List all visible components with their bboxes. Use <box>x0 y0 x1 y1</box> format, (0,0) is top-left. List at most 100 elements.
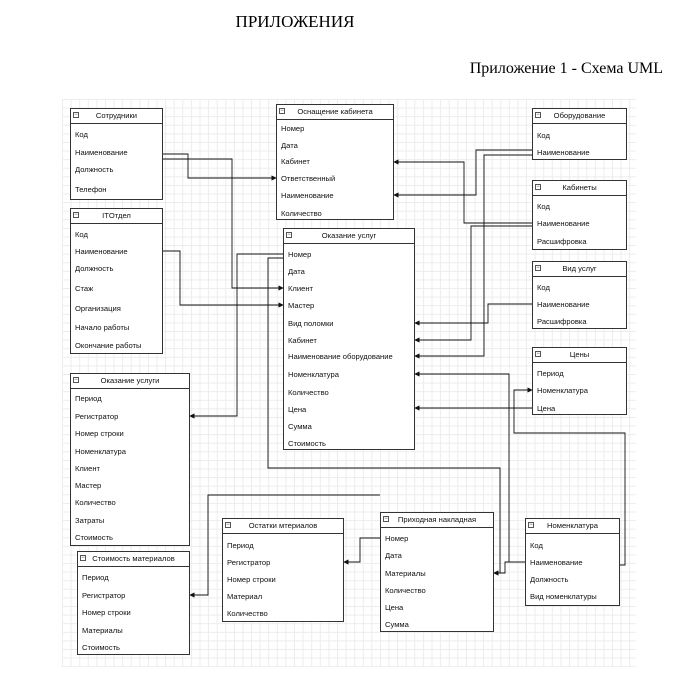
entity-field[interactable]: Наименование <box>75 247 128 256</box>
collapse-icon[interactable]: − <box>73 112 79 118</box>
entity-field[interactable]: Наименование <box>75 148 128 157</box>
collapse-icon[interactable]: − <box>535 265 541 271</box>
entity-field[interactable]: Код <box>537 283 550 292</box>
entity-title: Вид услуг <box>562 264 597 273</box>
entity-field[interactable]: Клиент <box>288 284 313 293</box>
entity-field[interactable]: Стоимость <box>75 533 114 542</box>
entity-title: Стоимость материалов <box>92 554 175 563</box>
entity-field[interactable]: Вид номенклатуры <box>530 592 597 601</box>
entity-field[interactable]: Материалы <box>82 626 123 635</box>
entity-field[interactable]: Количество <box>75 498 116 507</box>
entity-field[interactable]: Регистратор <box>82 591 126 600</box>
collapse-icon[interactable]: − <box>528 522 534 528</box>
entity-field[interactable]: Дата <box>288 267 305 276</box>
entity-field[interactable]: Код <box>75 230 88 239</box>
entity-field[interactable]: Расшифровка <box>537 237 587 246</box>
entity-field[interactable]: Телефон <box>75 185 107 194</box>
entity-field[interactable]: Количество <box>227 609 268 618</box>
entity-field[interactable]: Наименование <box>537 148 590 157</box>
entity-field[interactable]: Код <box>537 131 550 140</box>
entity-header: −Кабинеты <box>533 181 626 196</box>
entity-field[interactable]: Количество <box>288 388 329 397</box>
entity-field[interactable]: Код <box>75 130 88 139</box>
entity-field[interactable]: Номенклатура <box>537 386 588 395</box>
entity-field[interactable]: Номенклатура <box>288 370 339 379</box>
entity-field[interactable]: Должность <box>530 575 569 584</box>
entity-field[interactable]: Стоимость <box>288 439 327 448</box>
entity-field[interactable]: Наименование <box>281 191 334 200</box>
collapse-icon[interactable]: − <box>80 555 86 561</box>
entity-field[interactable]: Расшифровка <box>537 317 587 326</box>
entity-field[interactable]: Кабинет <box>281 157 310 166</box>
entity-field[interactable]: Количество <box>385 586 426 595</box>
entity-field[interactable]: Номер <box>385 534 409 543</box>
entity-field[interactable]: Материал <box>227 592 263 601</box>
entity-field[interactable]: Период <box>227 541 254 550</box>
collapse-icon[interactable]: − <box>535 351 541 357</box>
entity-field[interactable]: Вид поломки <box>288 319 334 328</box>
entity-field[interactable]: Стоимость <box>82 643 121 652</box>
entity-field[interactable]: Должность <box>75 165 114 174</box>
entity-field[interactable]: Организация <box>75 304 121 313</box>
entity-field[interactable]: Дата <box>281 141 298 150</box>
entity-field[interactable]: Цена <box>537 404 556 413</box>
entity-field[interactable]: Наименование <box>530 558 583 567</box>
entity-field[interactable]: Количество <box>281 209 322 218</box>
collapse-icon[interactable]: − <box>535 184 541 190</box>
entity-field[interactable]: Номенклатура <box>75 447 126 456</box>
entity-field[interactable]: Начало работы <box>75 323 130 332</box>
entity-field[interactable]: Номер строки <box>75 429 124 438</box>
entity-field[interactable]: Регистратор <box>75 412 119 421</box>
entity-field[interactable]: Кабинет <box>288 336 317 345</box>
entity-field[interactable]: Клиент <box>75 464 100 473</box>
entity-field[interactable]: Затраты <box>75 516 105 525</box>
entity-field[interactable]: Мастер <box>288 301 315 310</box>
entity-field[interactable]: Номер <box>288 250 312 259</box>
entity-field[interactable]: Номер <box>281 124 305 133</box>
entity-field[interactable]: Сумма <box>288 422 312 431</box>
entity-field[interactable]: Период <box>537 369 564 378</box>
entity-field[interactable]: Стаж <box>75 284 94 293</box>
entity-field[interactable]: Номер строки <box>227 575 276 584</box>
entity-field[interactable]: Наименование оборудование <box>288 352 393 361</box>
entity-field[interactable]: Материалы <box>385 569 426 578</box>
entity-field[interactable]: Регистратор <box>227 558 271 567</box>
entity-field[interactable]: Мастер <box>75 481 102 490</box>
entity-field[interactable]: Цена <box>385 603 404 612</box>
entity-field[interactable]: Окончание работы <box>75 341 142 350</box>
collapse-icon[interactable]: − <box>383 516 389 522</box>
entity-field[interactable]: Код <box>537 202 550 211</box>
entity-field[interactable]: Период <box>75 394 102 403</box>
collapse-icon[interactable]: − <box>535 112 541 118</box>
entity-field[interactable]: Ответственный <box>281 174 336 183</box>
entity-field[interactable]: Код <box>530 541 543 550</box>
entity-field[interactable]: Должность <box>75 264 114 273</box>
entity-field[interactable]: Наименование <box>537 300 590 309</box>
entity-field[interactable]: Период <box>82 573 109 582</box>
entity-field[interactable]: Сумма <box>385 620 409 629</box>
entity-field[interactable]: Наименование <box>537 219 590 228</box>
entity-field[interactable]: Дата <box>385 551 402 560</box>
entity-field[interactable]: Цена <box>288 405 307 414</box>
entity-field[interactable]: Номер строки <box>82 608 131 617</box>
collapse-icon[interactable]: − <box>279 108 285 114</box>
collapse-icon[interactable]: − <box>225 522 231 528</box>
collapse-icon[interactable]: − <box>73 377 79 383</box>
collapse-icon[interactable]: − <box>73 212 79 218</box>
collapse-icon[interactable]: − <box>286 232 292 238</box>
entity-header: −Оборудование <box>533 109 626 124</box>
entity-header: −Номенклатура <box>526 519 619 534</box>
